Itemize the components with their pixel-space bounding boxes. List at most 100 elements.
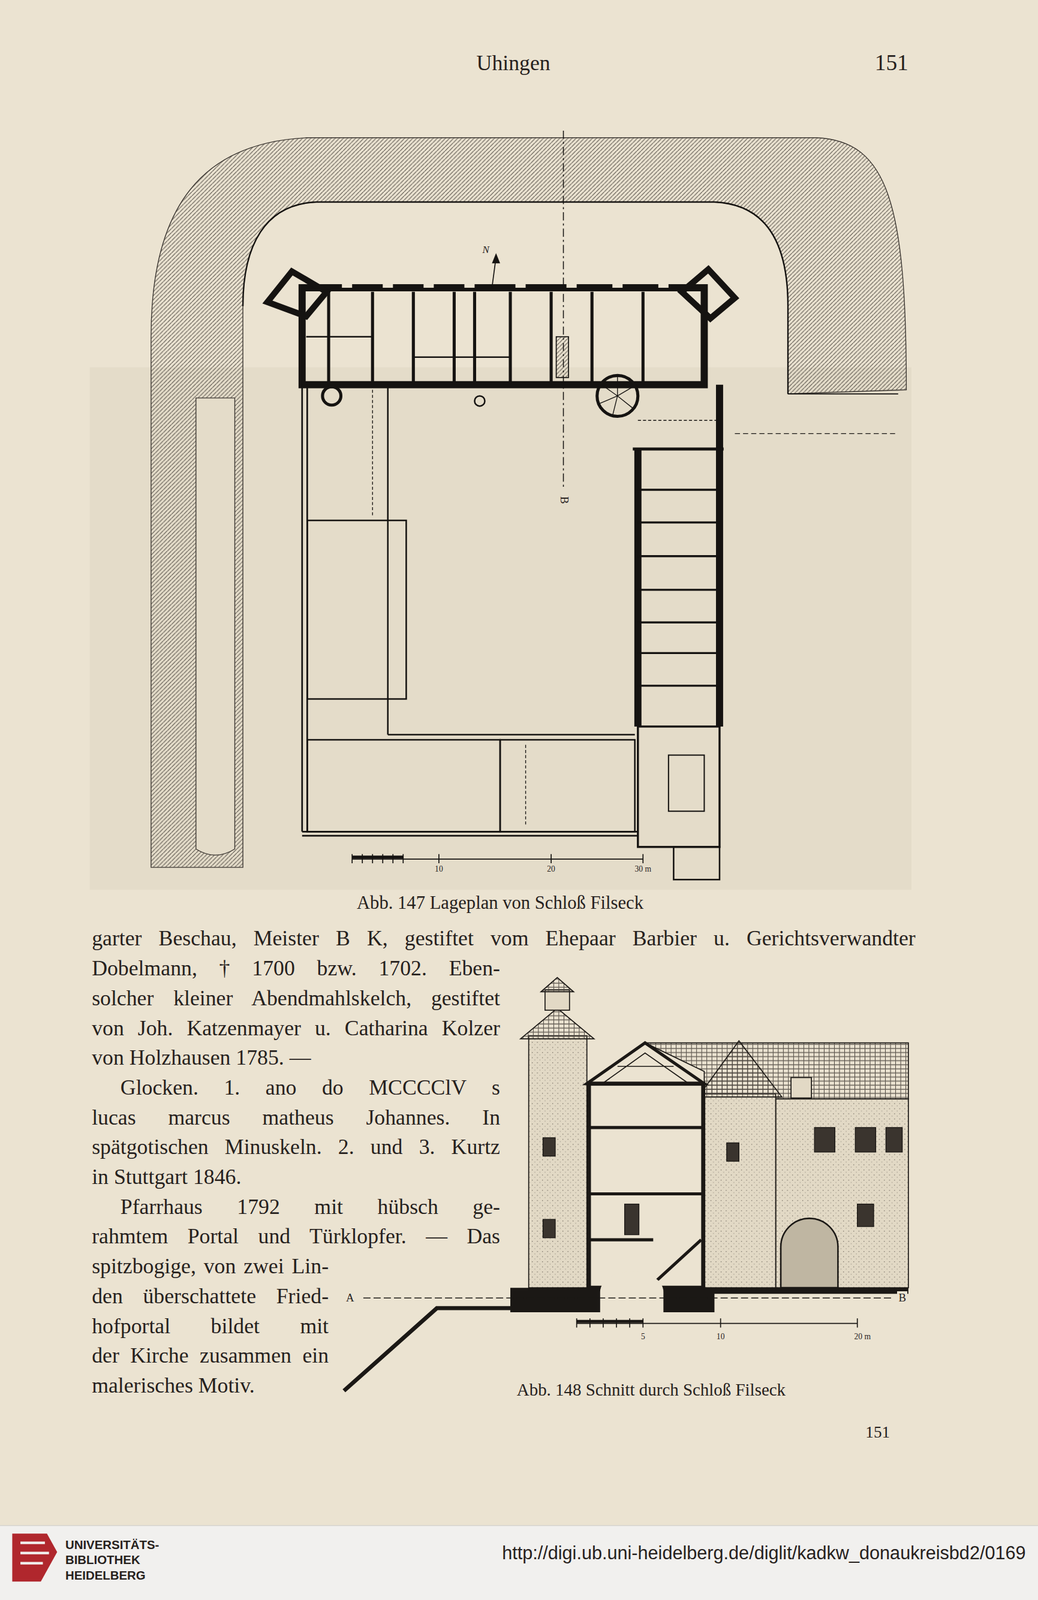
scale-number: 5 — [641, 1332, 646, 1343]
building — [307, 739, 501, 832]
gate-arch — [780, 1218, 838, 1289]
window — [542, 1219, 555, 1239]
foundation — [510, 1288, 909, 1313]
window — [855, 1127, 876, 1153]
site-plan — [151, 130, 907, 880]
library-logo — [11, 1533, 57, 1582]
spiral-stair — [597, 375, 639, 417]
source-url: http://digi.ub.uni-heidelberg.de/diglit/… — [501, 1542, 1026, 1565]
window — [726, 1142, 739, 1162]
dashed-line — [638, 420, 720, 421]
moat-wall — [242, 202, 788, 394]
figure-caption: Abb. 147 Lageplan von Schloß Filseck — [356, 892, 644, 915]
window — [542, 1138, 555, 1157]
north-mark: N — [482, 244, 490, 257]
wall — [387, 384, 390, 736]
scale-bar — [576, 1323, 858, 1325]
window-niche — [341, 283, 669, 289]
scale-bar — [351, 854, 353, 864]
body-line: Pfarrhaus 1792 mit hübsch ge- — [120, 1194, 501, 1221]
building — [638, 726, 720, 848]
building — [307, 520, 406, 700]
scale-bar — [550, 854, 552, 864]
tower-roof — [697, 1040, 782, 1098]
building — [673, 847, 720, 880]
partition — [638, 652, 720, 655]
scale-bar — [576, 1318, 578, 1328]
partition — [413, 356, 511, 358]
body-line: lucas marcus matheus Johannes. In — [91, 1105, 501, 1131]
scale-bar — [642, 1318, 644, 1328]
body-line: Glocken. 1. ano do MCCCClV s — [120, 1075, 501, 1101]
road-line — [787, 393, 899, 395]
library-logo — [20, 1543, 50, 1564]
partition — [411, 292, 415, 383]
window-niche — [612, 283, 623, 289]
partition — [638, 488, 720, 491]
footer-bar — [0, 1526, 1038, 1600]
partition — [590, 292, 594, 383]
dashed-line — [372, 389, 373, 516]
ground-profile — [344, 1308, 511, 1392]
scale-bar — [438, 854, 440, 864]
window — [857, 1204, 874, 1227]
window-niche — [515, 283, 526, 289]
spiral-stair — [597, 375, 635, 417]
body-line: spitzbogige, von zwei Lin- — [91, 1253, 329, 1280]
building — [668, 755, 705, 812]
page-number: 151 — [874, 49, 909, 77]
stair-tower — [528, 1036, 588, 1289]
body-line: solcher kleiner Abendmahlskelch, gestift… — [91, 985, 501, 1012]
window — [814, 1127, 902, 1227]
wall — [632, 447, 724, 451]
roof-cut — [587, 1043, 705, 1085]
body-line: hofportal bildet mit — [91, 1313, 329, 1340]
tower-roof — [520, 1008, 595, 1040]
lantern — [545, 990, 570, 1011]
scale-number: 20 — [546, 864, 556, 875]
north-arrow — [491, 253, 501, 264]
floor — [588, 1126, 704, 1130]
scale-bar — [629, 1318, 631, 1328]
scale-bar — [351, 858, 643, 860]
corner-tower — [681, 269, 736, 319]
round-tower — [703, 1094, 776, 1289]
scale-bar — [720, 1318, 722, 1328]
stair — [653, 1240, 701, 1284]
partition — [638, 684, 720, 687]
scale-bar — [402, 854, 404, 864]
partition — [638, 521, 720, 524]
truss — [602, 1053, 690, 1085]
floor — [588, 1192, 704, 1196]
wing — [775, 1099, 909, 1289]
window-niche — [382, 283, 393, 289]
body-line: von Holzhausen 1785. — — [91, 1045, 311, 1071]
partition — [452, 292, 456, 383]
lantern — [540, 978, 574, 993]
road-line — [734, 433, 898, 435]
scale-number: 10 — [434, 864, 444, 875]
moat-slope — [151, 137, 907, 868]
wall — [302, 287, 705, 385]
body-line: Dobelmann, † 1700 bzw. 1702. Eben- — [91, 955, 501, 982]
wall — [301, 384, 303, 833]
library-name: BIBLIOTHEK — [65, 1553, 141, 1569]
scale-bar — [351, 855, 403, 859]
library-name: HEIDELBERG — [65, 1568, 146, 1584]
scale-bar — [392, 854, 394, 864]
window-niche — [464, 283, 475, 289]
floor — [588, 1238, 654, 1242]
scale-bar — [576, 1318, 858, 1328]
corner-tower — [267, 271, 327, 317]
scan-tone — [89, 367, 912, 891]
stair — [556, 337, 569, 378]
window — [542, 1138, 555, 1239]
partition — [641, 292, 645, 383]
scale-bar — [602, 1318, 604, 1328]
scale-number: 20 m — [853, 1332, 871, 1343]
scale-bar — [371, 854, 373, 864]
body-line: der Kirche zusammen ein — [91, 1343, 329, 1370]
wall — [302, 835, 639, 838]
running-head: Uhingen — [476, 50, 551, 77]
